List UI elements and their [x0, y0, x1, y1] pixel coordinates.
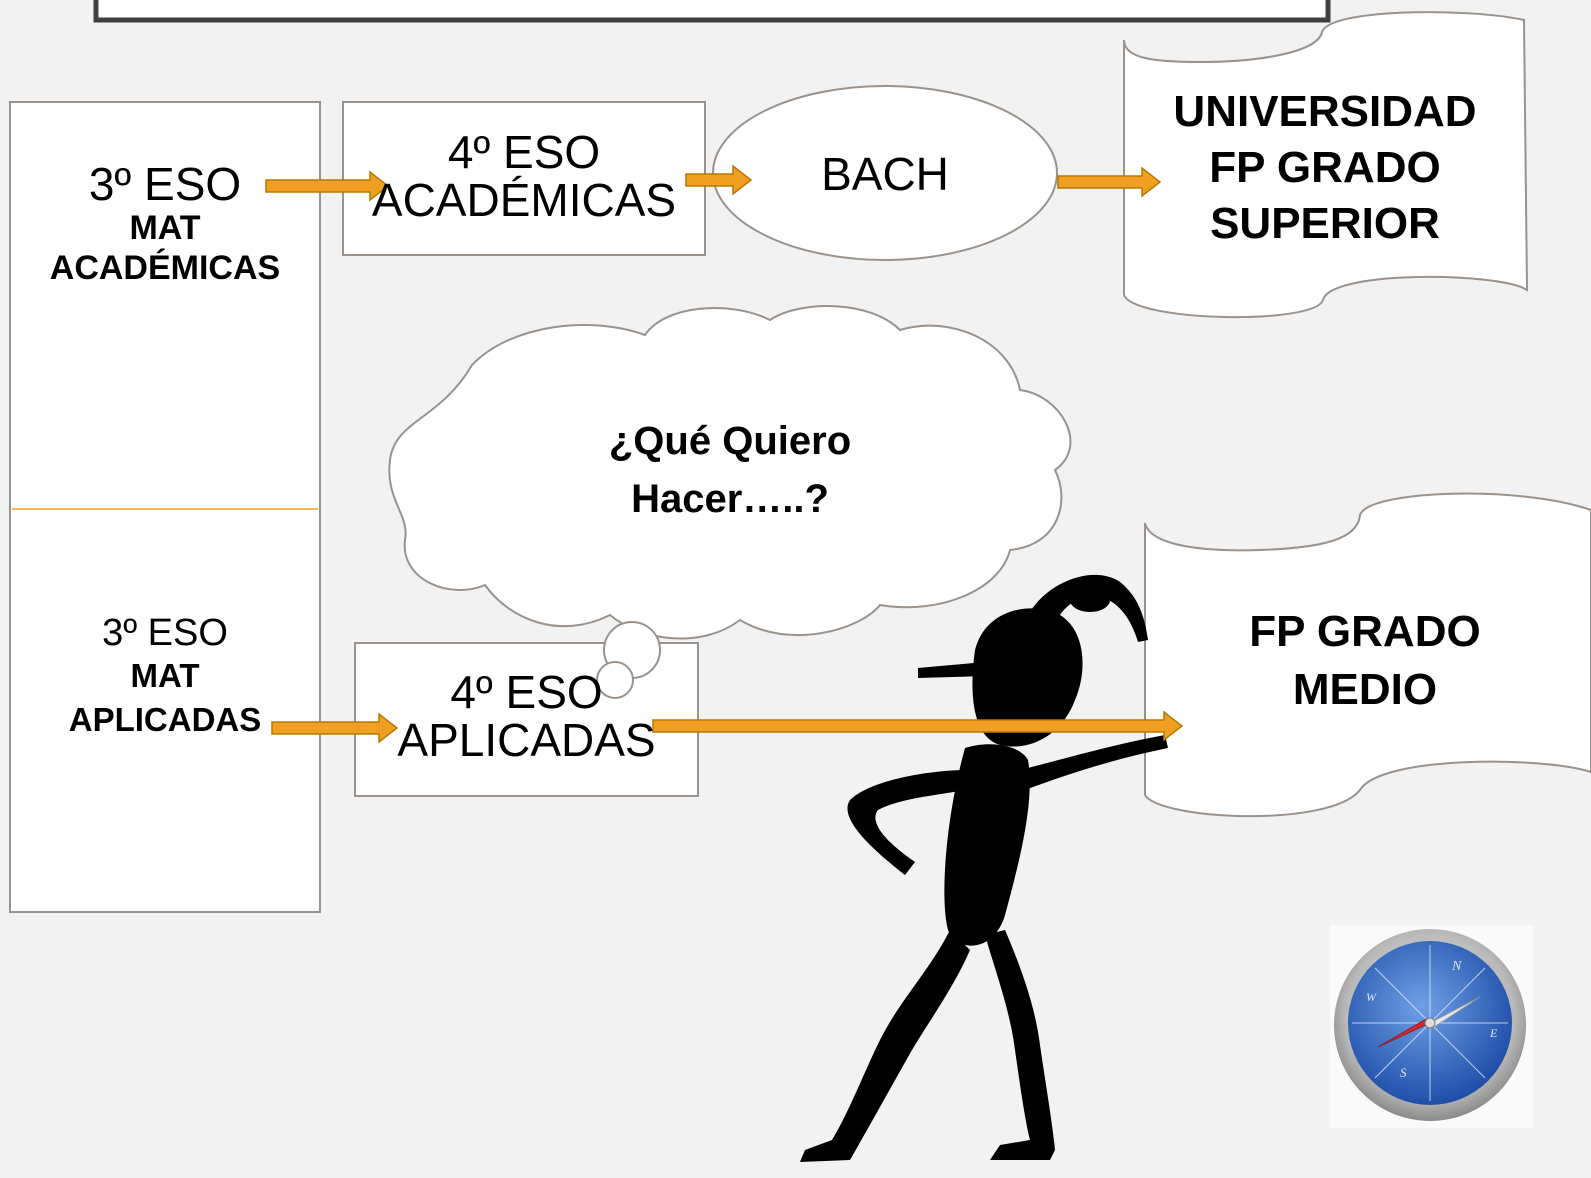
universidad-label: UNIVERSIDAD FP GRADO SUPERIOR	[1140, 84, 1510, 252]
fp-medio-label: FP GRADO MEDIO	[1200, 603, 1530, 719]
col-aplicadas-line3: APLICADAS	[68, 701, 262, 738]
eso4-aplicadas-line1: 4º ESO	[450, 666, 603, 718]
fp-medio-line1: FP GRADO	[1249, 607, 1481, 656]
col-academicas-line3: ACADÉMICAS	[49, 249, 281, 287]
compass-west: W	[1366, 990, 1377, 1004]
eso4-aplicadas-line2: APLICADAS	[397, 714, 656, 766]
fp-medio-line2: MEDIO	[1292, 665, 1438, 714]
thought-line1: ¿Qué Quiero	[608, 419, 852, 463]
col-aplicadas-label: 3º ESO MAT APLICADAS	[40, 612, 290, 742]
compass-north: N	[1451, 959, 1462, 974]
universidad-line1: UNIVERSIDAD	[1173, 87, 1477, 136]
eso4-academicas-line2: ACADÉMICAS	[371, 174, 677, 226]
thought-line2: Hacer…..?	[631, 477, 829, 521]
col-academicas-label: 3º ESO MAT ACADÉMICAS	[40, 160, 290, 288]
col-academicas-line1: 3º ESO	[88, 158, 242, 210]
col-aplicadas-line2: MAT	[130, 657, 200, 694]
compass-east: E	[1489, 1026, 1498, 1040]
eso4-aplicadas-label: 4º ESO APLICADAS	[355, 668, 698, 764]
universidad-line3: SUPERIOR	[1210, 199, 1440, 248]
col-aplicadas-line1: 3º ESO	[102, 612, 228, 654]
top-banner-box	[93, 0, 1331, 23]
compass-image: N W E S	[1330, 925, 1533, 1128]
bach-label: BACH	[821, 148, 949, 200]
eso4-academicas-label: 4º ESO ACADÉMICAS	[343, 128, 705, 224]
thought-label: ¿Qué Quiero Hacer…..?	[560, 412, 900, 528]
arrow-4eso-aplicadas-to-fp-medio	[652, 710, 1184, 742]
compass-south: S	[1400, 1065, 1407, 1080]
universidad-line2: FP GRADO	[1209, 143, 1441, 192]
eso4-academicas-line1: 4º ESO	[447, 126, 601, 178]
col-academicas-line2: MAT	[129, 209, 201, 247]
